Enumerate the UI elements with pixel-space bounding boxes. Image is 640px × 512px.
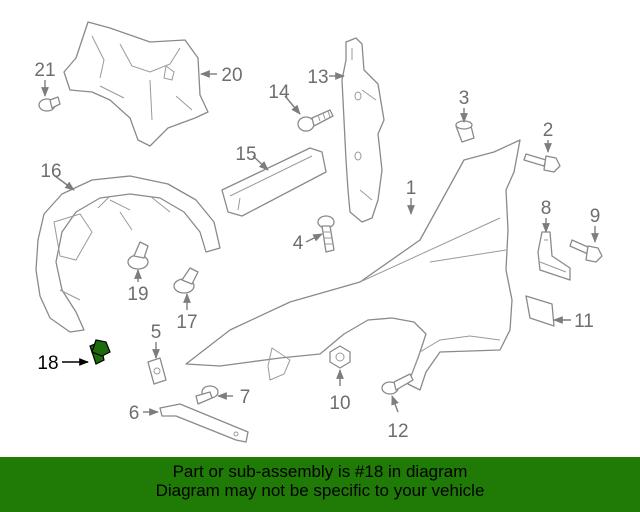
- part-21-push-clip: [38, 96, 61, 112]
- part-16-wheel-liner: [35, 175, 221, 333]
- callout-9: 9: [590, 206, 601, 227]
- part-1-fender: [185, 139, 521, 391]
- callout-8: 8: [541, 198, 552, 219]
- callout-15: 15: [235, 144, 256, 165]
- banner-line-disclaimer: Diagram may not be specific to your vehi…: [155, 481, 485, 500]
- part-2-bolt: [523, 153, 561, 173]
- part-4-bolt: [317, 215, 335, 253]
- part-15-pad: [221, 147, 327, 217]
- callout-14: 14: [268, 82, 290, 103]
- callout-5: 5: [151, 322, 162, 343]
- callout-17: 17: [176, 312, 197, 333]
- callout-2: 2: [543, 120, 554, 141]
- part-11-pad: [525, 295, 555, 327]
- part-13-bracket: [341, 37, 385, 223]
- part-17-clip: [173, 267, 199, 294]
- callout-20: 20: [221, 65, 242, 86]
- banner-line-part: Part or sub-assembly is #18 in diagram: [172, 462, 468, 481]
- callout-18-highlighted: 18: [37, 353, 58, 374]
- callout-12: 12: [387, 421, 408, 442]
- part-14-bolt: [297, 109, 334, 132]
- part-9-bolt: [569, 239, 603, 263]
- callout-11: 11: [574, 311, 594, 332]
- callout-21: 21: [34, 60, 55, 81]
- callout-19: 19: [127, 284, 148, 305]
- part-19-clip: [127, 241, 149, 270]
- callout-4: 4: [293, 233, 304, 254]
- part-5-clip-nut: [147, 357, 167, 385]
- leader-lines: [41, 70, 599, 416]
- part-18-bolt-highlighted: [89, 339, 111, 365]
- part-3-clip: [455, 120, 475, 143]
- part-20-splash-shield: [63, 21, 209, 147]
- part-12-bolt: [381, 373, 414, 395]
- part-7-bolt: [195, 385, 219, 405]
- callout-13: 13: [307, 67, 328, 88]
- callout-1: 1: [406, 178, 417, 199]
- callout-10: 10: [329, 393, 350, 414]
- callout-3: 3: [459, 88, 470, 109]
- parts-diagram: 20 21 14 13 3 2 15 1 4 16 19 17 8 9 11 5…: [34, 21, 603, 443]
- callout-6: 6: [129, 403, 140, 424]
- info-banner: Part or sub-assembly is #18 in diagram D…: [0, 457, 640, 512]
- part-10-nut: [329, 345, 351, 369]
- part-8-bracket: [537, 231, 571, 281]
- callout-16: 16: [40, 161, 61, 182]
- part-6-bracket: [159, 403, 249, 443]
- callout-7: 7: [240, 387, 251, 408]
